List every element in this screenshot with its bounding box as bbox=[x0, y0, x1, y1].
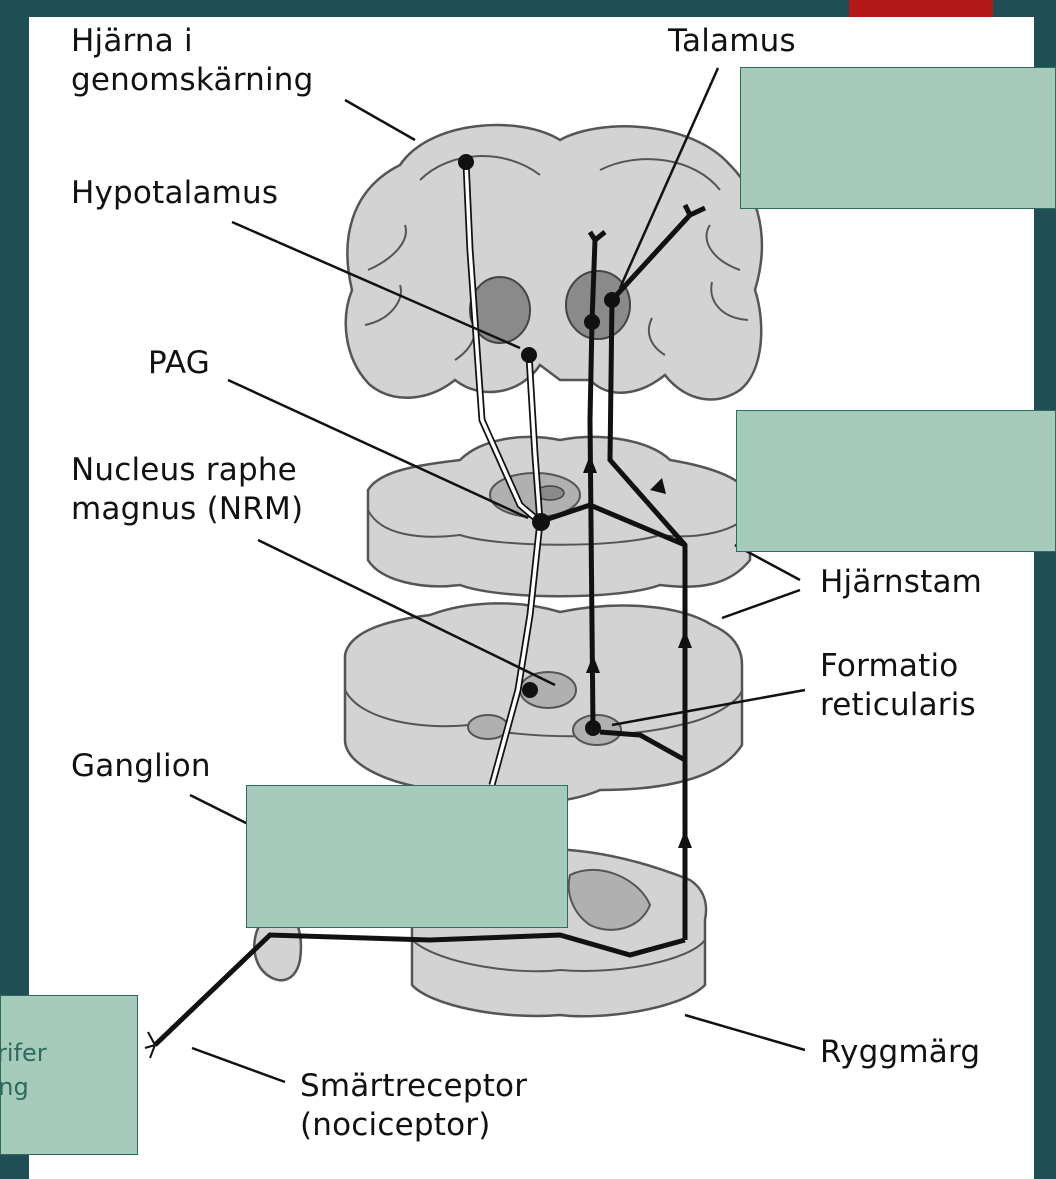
overlay-box-lower bbox=[246, 785, 568, 928]
label-spinal-cord: Ryggmärg bbox=[820, 1033, 980, 1072]
label-hypothalamus: Hypotalamus bbox=[71, 174, 278, 213]
label-nrm: Nucleus raphe magnus (NRM) bbox=[71, 451, 303, 529]
overlay-box-partial: perifer ering bbox=[0, 995, 138, 1155]
label-brainstem: Hjärnstam bbox=[820, 563, 982, 602]
overlay-partial-text: perifer ering bbox=[0, 1036, 138, 1104]
overlay-box-middle bbox=[736, 410, 1056, 552]
label-thalamus: Talamus bbox=[668, 22, 796, 61]
brain-cross-section bbox=[346, 125, 762, 399]
label-nociceptor: Smärtreceptor (nociceptor) bbox=[300, 1067, 527, 1145]
label-pag: PAG bbox=[148, 344, 210, 383]
overlay-box-top bbox=[740, 67, 1056, 209]
brainstem-lower-slab bbox=[345, 603, 742, 803]
label-reticular-formation: Formatio reticularis bbox=[820, 647, 976, 725]
label-brain-section: Hjärna i genomskärning bbox=[71, 22, 314, 100]
label-ganglion: Ganglion bbox=[71, 747, 211, 786]
